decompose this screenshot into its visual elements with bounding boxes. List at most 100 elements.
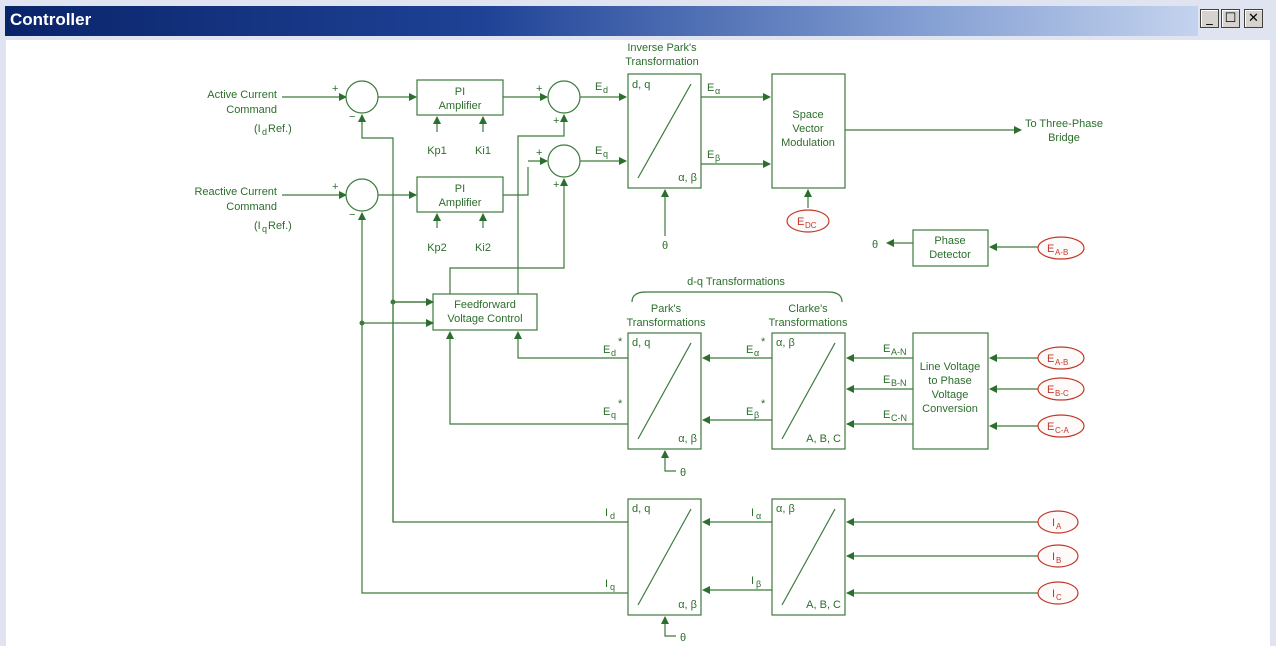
svg-text:E: E — [883, 343, 890, 355]
svg-text:to Phase: to Phase — [928, 375, 971, 387]
svg-text:E: E — [707, 149, 714, 161]
svg-text:E: E — [746, 344, 753, 356]
svg-text:Voltage: Voltage — [932, 389, 969, 401]
svg-text:C: C — [1056, 593, 1062, 602]
svg-text:A: A — [1056, 522, 1062, 531]
svg-text:−: − — [349, 111, 355, 123]
maximize-button[interactable]: ☐ — [1221, 9, 1240, 28]
svg-text:+: + — [332, 181, 338, 193]
svg-text:d: d — [262, 127, 267, 137]
svg-text:E: E — [1047, 421, 1054, 433]
svg-text:I: I — [1052, 551, 1055, 563]
svg-text:−: − — [349, 209, 355, 221]
svg-text:α, β: α, β — [678, 172, 697, 184]
svg-text:*: * — [618, 398, 623, 410]
svg-text:d, q: d, q — [632, 503, 650, 515]
svg-text:PI: PI — [455, 183, 465, 195]
summing-junction-d — [345, 80, 379, 114]
svg-text:θ: θ — [872, 239, 878, 251]
svg-text:β: β — [754, 410, 759, 420]
svg-text:I: I — [751, 575, 754, 587]
svg-text:Space: Space — [792, 109, 823, 121]
svg-text:I: I — [605, 507, 608, 519]
svg-text:+: + — [332, 83, 338, 95]
svg-text:Command: Command — [226, 104, 277, 116]
svg-text:(I: (I — [254, 220, 261, 232]
svg-text:E: E — [603, 344, 610, 356]
svg-text:(I: (I — [254, 123, 261, 135]
svg-text:q: q — [262, 224, 267, 234]
svg-text:A, B, C: A, B, C — [806, 599, 841, 611]
svg-text:A-N: A-N — [891, 347, 907, 357]
svg-text:I: I — [751, 507, 754, 519]
svg-text:Phase: Phase — [934, 235, 965, 247]
window-title: Controller — [10, 10, 92, 29]
ic-input — [1037, 581, 1079, 605]
ebc-input — [1037, 377, 1085, 401]
inverse-park-title: Inverse Park's — [627, 42, 697, 54]
svg-text:E: E — [603, 406, 610, 418]
svg-text:Park's: Park's — [651, 303, 682, 315]
svg-text:+: + — [536, 83, 542, 95]
svg-text:E: E — [797, 216, 804, 228]
eab-input-phase-detector — [1037, 236, 1085, 260]
svg-text:d, q: d, q — [632, 337, 650, 349]
svg-text:E: E — [707, 82, 714, 94]
svg-text:*: * — [761, 336, 766, 348]
svg-text:q: q — [610, 582, 615, 592]
svg-text:Modulation: Modulation — [781, 137, 835, 149]
svg-text:θ: θ — [680, 467, 686, 479]
diagram-canvas: Active Current Command (I d Ref.) Reacti… — [0, 40, 1276, 646]
svg-text:d, q: d, q — [632, 79, 650, 91]
svg-text:E: E — [595, 81, 602, 93]
minimize-button[interactable]: _ — [1200, 9, 1219, 28]
svg-text:DC: DC — [805, 221, 817, 230]
phase-detector-block — [912, 229, 989, 267]
space-vector-modulation-block — [771, 73, 846, 189]
title-gradient — [5, 6, 1198, 36]
svg-text:I: I — [605, 578, 608, 590]
svg-text:α, β: α, β — [776, 337, 795, 349]
svg-text:Voltage Control: Voltage Control — [447, 313, 522, 325]
svg-text:d: d — [610, 511, 615, 521]
close-button[interactable]: ✕ — [1244, 9, 1263, 28]
svg-text:I: I — [1052, 517, 1055, 529]
svg-text:Vector: Vector — [792, 123, 824, 135]
ib-input — [1037, 544, 1079, 568]
svg-text:Line Voltage: Line Voltage — [920, 361, 981, 373]
svg-text:α: α — [754, 348, 759, 358]
title-bar[interactable]: Controller _ ☐ ✕ — [0, 0, 1276, 40]
svg-text:C-N: C-N — [891, 413, 907, 423]
dq-transformations-title: d-q Transformations — [687, 276, 785, 288]
output-label: To Three-Phase — [1025, 118, 1103, 130]
svg-text:Clarke's: Clarke's — [788, 303, 828, 315]
svg-text:α: α — [756, 511, 761, 521]
svg-text:Ref.): Ref.) — [268, 123, 292, 135]
pi-amplifier-2 — [416, 176, 504, 213]
svg-text:Bridge: Bridge — [1048, 132, 1080, 144]
ia-input — [1037, 510, 1079, 534]
svg-text:B-N: B-N — [891, 378, 907, 388]
svg-text:A-B: A-B — [1055, 358, 1068, 367]
svg-text:E: E — [595, 145, 602, 157]
reactive-current-command-label: Reactive Current Command (I q Ref.) — [194, 186, 291, 234]
svg-text:d: d — [611, 348, 616, 358]
svg-text:Command: Command — [226, 201, 277, 213]
svg-text:E: E — [1047, 243, 1054, 255]
svg-text:Conversion: Conversion — [922, 403, 978, 415]
svg-text:β: β — [715, 153, 720, 163]
svg-text:Ref.): Ref.) — [268, 220, 292, 232]
svg-text:E: E — [1047, 384, 1054, 396]
svg-text:α, β: α, β — [678, 433, 697, 445]
svg-text:Feedforward: Feedforward — [454, 299, 516, 311]
svg-text:Reactive Current: Reactive Current — [194, 186, 277, 198]
svg-text:PI: PI — [455, 86, 465, 98]
svg-text:*: * — [761, 398, 766, 410]
svg-text:Detector: Detector — [929, 249, 971, 261]
svg-text:B-C: B-C — [1055, 389, 1069, 398]
svg-text:θ: θ — [662, 240, 668, 252]
pi-amplifier-1 — [416, 79, 504, 116]
line-to-phase-voltage-block — [912, 332, 989, 450]
eab-input — [1037, 346, 1085, 370]
